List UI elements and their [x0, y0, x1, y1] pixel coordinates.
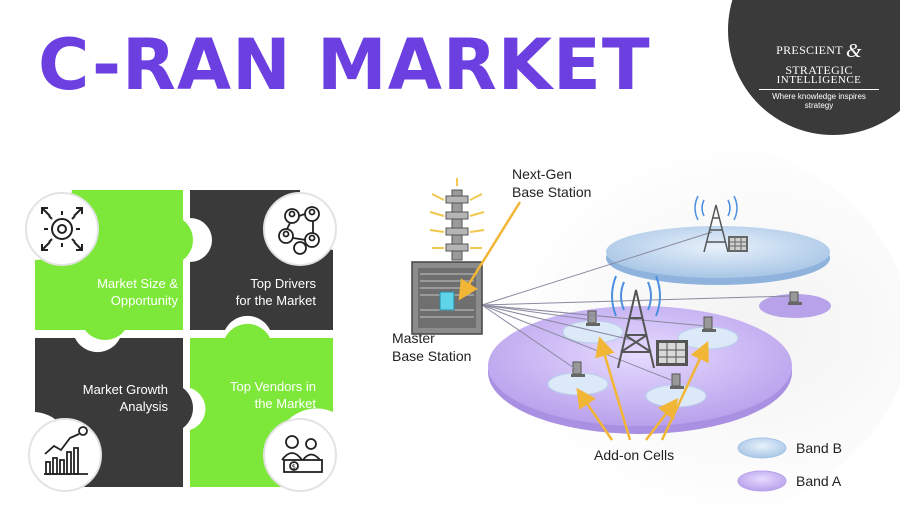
legend-label-band-b: Band B: [796, 440, 842, 456]
label-market-growth-line1: Market Growth: [82, 382, 168, 397]
next-gen-antenna-icon: [429, 178, 485, 261]
growth-chart-icon: [44, 426, 88, 475]
label-add-on-cells: Add-on Cells: [594, 447, 675, 463]
legend-label-band-a: Band A: [796, 473, 842, 489]
label-next-gen-line2: Base Station: [512, 184, 592, 200]
vendors-icon: $: [281, 435, 323, 473]
label-top-drivers-line1: Top Drivers: [250, 276, 316, 291]
logo-word-prescient: PRESCIENT: [776, 43, 843, 57]
logo-word-strategic: STRATEGIC: [785, 63, 853, 77]
label-top-vendors-line2: the Market: [254, 396, 316, 411]
label-master-line2: Base Station: [392, 348, 472, 364]
puzzle-graphic: $: [25, 190, 337, 492]
label-next-gen-base-station: Next-Gen Base Station: [512, 165, 591, 201]
callout-arrows: [458, 201, 709, 441]
svg-text:$: $: [292, 463, 296, 471]
page-title: C-RAN MARKET: [38, 24, 651, 106]
legend-swatch-band-a: [737, 470, 787, 492]
puzzle-piece-bottom-right: [190, 323, 333, 487]
logo-ampersand: &: [845, 40, 862, 62]
label-market-growth-line2: Analysis: [119, 399, 168, 414]
label-top-drivers-line2: for the Market: [235, 293, 316, 308]
connection-lines: [481, 231, 791, 383]
label-top-vendors: Top Vendors in the Market: [196, 378, 316, 412]
central-tower-icon: [611, 275, 661, 369]
master-base-station-icon: [411, 261, 483, 335]
label-market-size: Market Size & Opportunity: [68, 275, 178, 309]
label-top-vendors-line1: Top Vendors in: [229, 379, 316, 394]
legend-swatch-band-b: [737, 437, 787, 459]
label-master-line1: Master: [392, 330, 435, 346]
label-market-size-line2: Opportunity: [110, 293, 178, 308]
network-people-icon: [278, 206, 320, 255]
label-market-size-line1: Market Size &: [97, 276, 178, 291]
band-b-upper-disc: [606, 226, 830, 278]
label-master-base-station: Master Base Station: [392, 329, 471, 365]
label-top-drivers: Top Drivers for the Market: [196, 275, 316, 309]
band-a-small-cell: [759, 294, 831, 318]
central-building-icon: [656, 340, 688, 366]
label-next-gen-line1: Next-Gen: [512, 166, 572, 182]
band-a-disc: [488, 306, 792, 426]
gear-arrows-icon: [41, 207, 83, 251]
logo-tagline: Where knowledge inspires strategy: [759, 89, 879, 110]
label-market-growth: Market Growth Analysis: [56, 381, 168, 415]
company-logo: PRESCIENT & STRATEGIC INTELLIGENCE Where…: [744, 40, 894, 110]
building-icon: [728, 236, 748, 252]
logo-word-intelligence: INTELLIGENCE: [776, 74, 862, 86]
tower-icon: [694, 195, 738, 253]
